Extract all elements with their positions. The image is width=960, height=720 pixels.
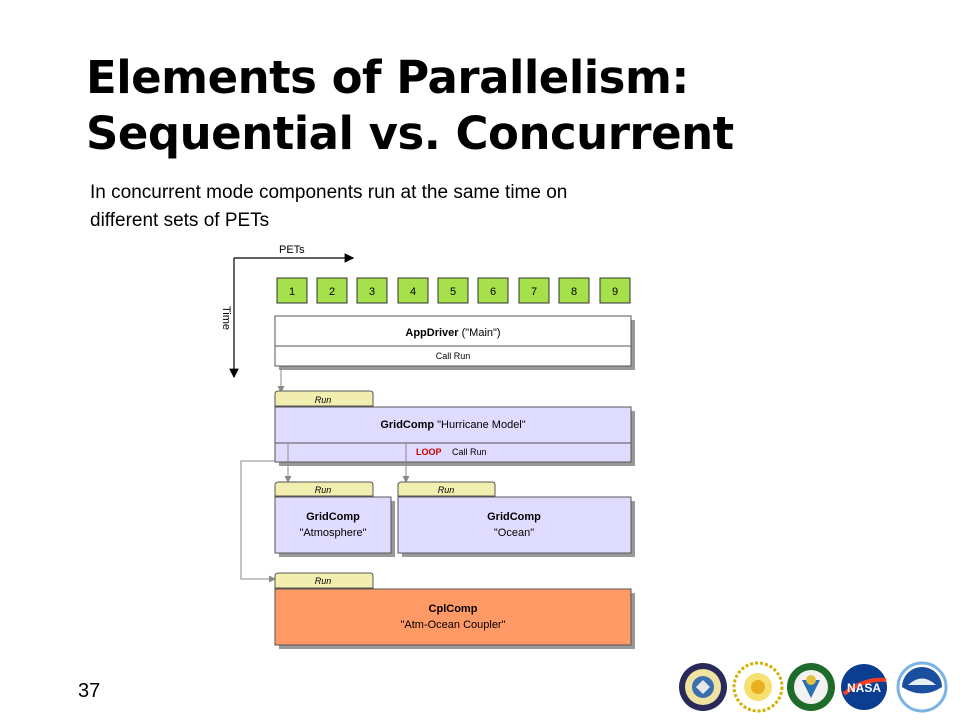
- pet-box-9: 9: [599, 277, 631, 304]
- pet-row: 1 2 3 4 5 6 7 8 9: [276, 277, 631, 304]
- atmosphere-run-label: Run: [315, 485, 332, 495]
- pet-box-7: 7: [518, 277, 550, 304]
- hurricane-loop-label: LOOP: [416, 447, 442, 457]
- slide-subtitle: In concurrent mode components run at the…: [90, 179, 690, 235]
- coupler-line2: "Atm-Ocean Coupler": [400, 619, 505, 631]
- pet-label-7: 7: [531, 286, 537, 298]
- ocean-run-label: Run: [438, 485, 455, 495]
- appdriver-call: Call Run: [436, 351, 471, 361]
- subtitle-line-1: In concurrent mode components run at the…: [90, 182, 568, 203]
- svg-text:NASA: NASA: [847, 681, 881, 695]
- ocean-run-tab: [397, 481, 496, 497]
- atmosphere-line2: "Atmosphere": [299, 527, 366, 539]
- ocean-component: Run GridComp "Ocean": [397, 481, 635, 557]
- title-line-2: Sequential vs. Concurrent: [86, 107, 734, 160]
- pet-label-2: 2: [329, 286, 335, 298]
- time-axis-label: Time: [220, 306, 232, 330]
- pet-label-1: 1: [289, 286, 295, 298]
- hurricane-title: GridComp "Hurricane Model": [380, 419, 525, 431]
- pet-label-6: 6: [490, 286, 496, 298]
- nasa-logo-icon: NASA: [841, 664, 887, 710]
- pet-box-2: 2: [316, 277, 348, 304]
- pet-box-5: 5: [437, 277, 469, 304]
- ocean-line2: "Ocean": [494, 527, 534, 539]
- ocean-line1: GridComp: [487, 511, 541, 523]
- page-number: 37: [78, 680, 101, 702]
- title-line-1: Elements of Parallelism:: [86, 51, 689, 104]
- pet-box-4: 4: [397, 277, 429, 304]
- coupler-run-label: Run: [315, 576, 332, 586]
- agency-logos: NASA: [679, 661, 948, 713]
- pets-axis-label: PETs: [279, 244, 305, 256]
- doe-seal-icon: [787, 663, 835, 711]
- pet-label-3: 3: [369, 286, 375, 298]
- hurricane-run-label: Run: [315, 395, 332, 405]
- appdriver-title: AppDriver ("Main"): [405, 327, 500, 339]
- atmosphere-line1: GridComp: [306, 511, 360, 523]
- noaa-logo-icon: [896, 661, 948, 713]
- coupler-run-tab: [274, 572, 374, 589]
- pet-box-6: 6: [477, 277, 509, 304]
- hurricane-component: Run GridComp "Hurricane Model" LOOP Call…: [274, 390, 635, 466]
- appdriver-box: AppDriver ("Main") Call Run: [274, 315, 635, 370]
- coupler-line1: CplComp: [429, 603, 478, 615]
- pet-label-8: 8: [571, 286, 577, 298]
- pet-label-5: 5: [450, 286, 456, 298]
- pet-box-1: 1: [276, 277, 308, 304]
- atmosphere-run-tab: [274, 481, 374, 497]
- pet-box-8: 8: [558, 277, 590, 304]
- hurricane-call: Call Run: [452, 447, 487, 457]
- pet-label-4: 4: [410, 286, 416, 298]
- dod-seal-icon: [679, 663, 727, 711]
- connector-hurricane-coupler: [240, 460, 276, 583]
- nsf-seal-icon: [732, 661, 784, 713]
- atmosphere-component: Run GridComp "Atmosphere": [274, 481, 395, 557]
- coupler-component: Run CplComp "Atm-Ocean Coupler": [274, 572, 635, 649]
- hurricane-run-tab: [274, 390, 374, 407]
- slide-title: Elements of Parallelism: Sequential vs. …: [86, 50, 734, 162]
- pet-box-3: 3: [356, 277, 388, 304]
- pet-label-9: 9: [612, 286, 618, 298]
- subtitle-line-2: different sets of PETs: [90, 210, 270, 231]
